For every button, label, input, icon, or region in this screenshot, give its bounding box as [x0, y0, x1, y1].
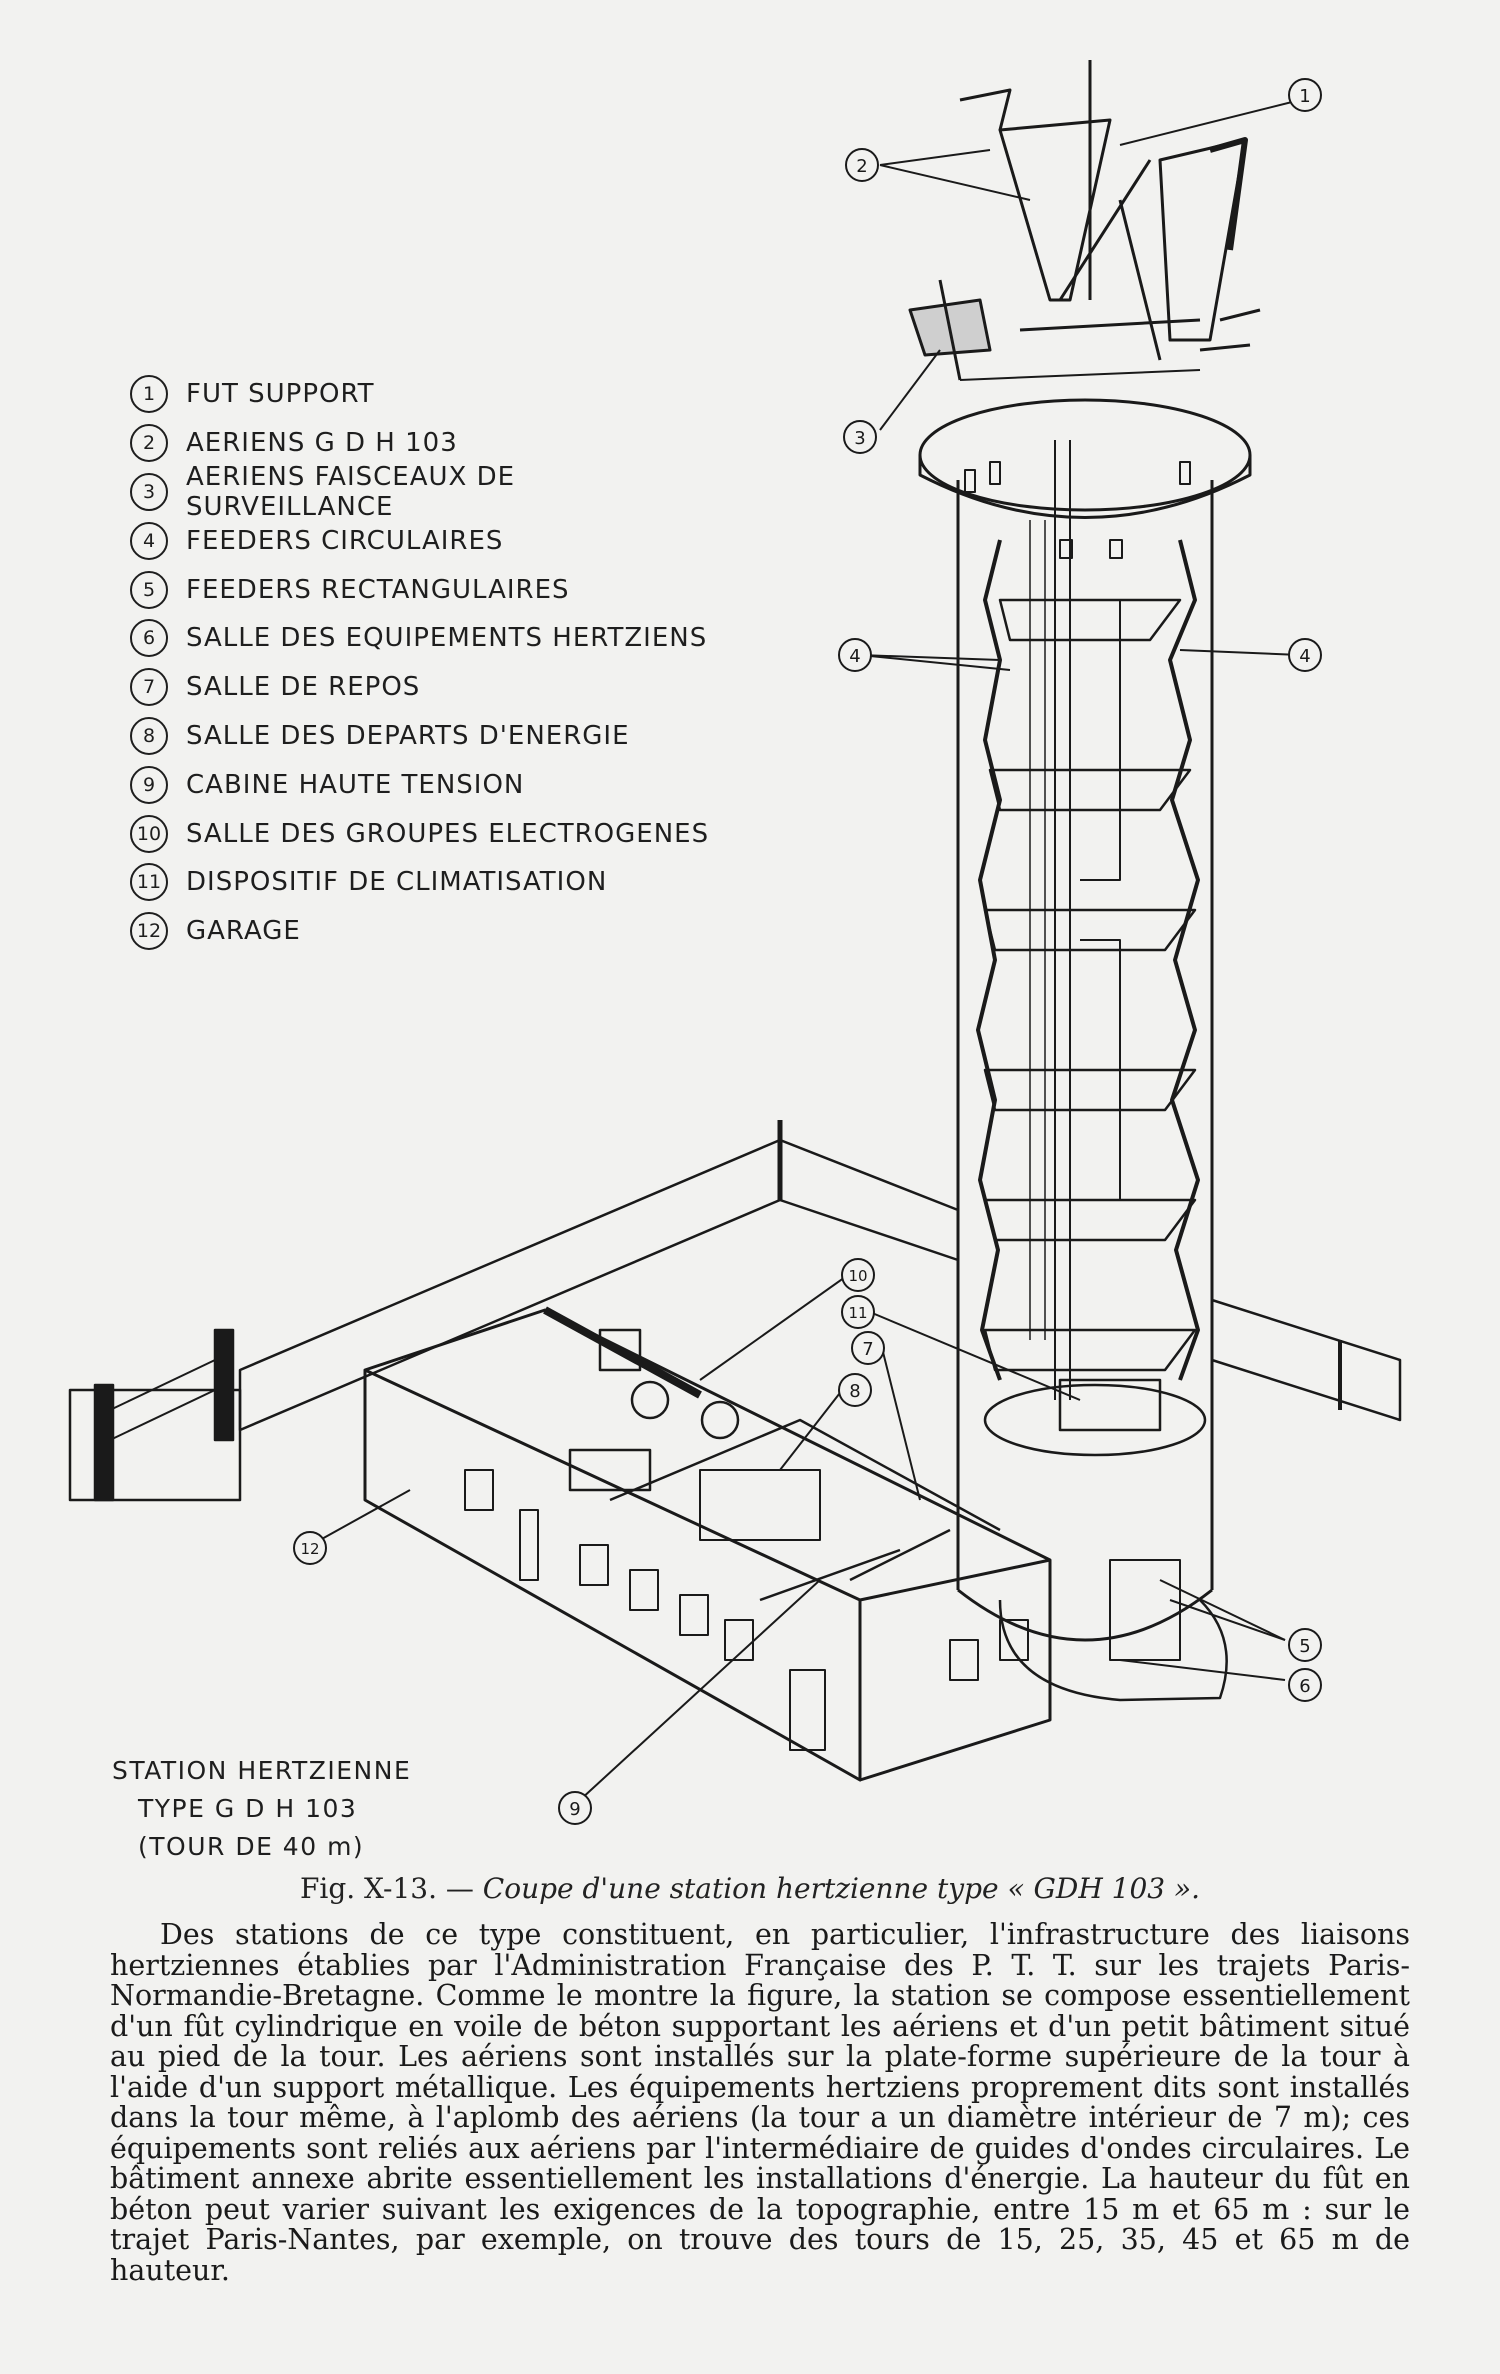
legend-text: SALLE DES DEPARTS D'ENERGIE — [186, 720, 630, 751]
legend-item: 2 AERIENS G D H 103 — [130, 419, 730, 468]
station-illustration: 1 2 3 4 4 5 6 7 8 9 10 11 12 — [68, 60, 1402, 1825]
callout-5: 5 — [1288, 1628, 1322, 1662]
legend-item: 10 SALLE DES GROUPES ELECTROGENES — [130, 809, 730, 858]
svg-text:4: 4 — [1299, 646, 1310, 667]
legend-item: 1 FUT SUPPORT — [130, 370, 730, 419]
svg-text:7: 7 — [862, 1339, 873, 1360]
svg-text:2: 2 — [856, 156, 867, 177]
legend-item: 11 DISPOSITIF DE CLIMATISATION — [130, 858, 730, 907]
legend-item: 5 FEEDERS RECTANGULAIRES — [130, 565, 730, 614]
legend-text: AERIENS G D H 103 — [186, 428, 458, 459]
callout-12: 12 — [293, 1531, 327, 1565]
svg-text:6: 6 — [1299, 1676, 1310, 1697]
legend-text: FUT SUPPORT — [186, 379, 375, 410]
legend-item: 8 SALLE DES DEPARTS D'ENERGIE — [130, 712, 730, 761]
legend-number: 4 — [130, 521, 168, 560]
annex-building — [363, 1306, 1052, 1782]
legend-number: 10 — [130, 814, 168, 853]
body-text: Des stations de ce type constituent, en … — [110, 1918, 1410, 2287]
legend-text: SALLE DE REPOS — [186, 672, 421, 703]
tower — [918, 398, 1252, 1661]
legend-item: 7 SALLE DE REPOS — [130, 663, 730, 712]
svg-text:3: 3 — [854, 428, 865, 449]
caption-prefix: Fig. X-13. — — [299, 1872, 483, 1905]
legend: 1 FUT SUPPORT 2 AERIENS G D H 103 3 AERIENS… — [130, 370, 730, 956]
svg-text:9: 9 — [569, 1799, 580, 1820]
svg-text:10: 10 — [848, 1267, 867, 1285]
callout-4-left: 4 — [838, 638, 872, 672]
legend-number: 7 — [130, 668, 168, 707]
legend-item: 4 FEEDERS CIRCULAIRES — [130, 516, 730, 565]
legend-text: GARAGE — [186, 916, 301, 947]
legend-number: 5 — [130, 570, 168, 609]
callout-4-right: 4 — [1288, 638, 1322, 672]
callout-11: 11 — [841, 1295, 875, 1329]
callout-9: 9 — [558, 1791, 592, 1825]
legend-text: CABINE HAUTE TENSION — [186, 769, 525, 800]
station-label-line: TYPE G D H 103 — [138, 1794, 358, 1823]
legend-number: 3 — [130, 472, 168, 511]
figure-caption: Fig. X-13. — Coupe d'une station hertzie… — [0, 1872, 1500, 1905]
caption-title: Coupe d'une station hertzienne type « GD… — [482, 1872, 1201, 1905]
legend-item: 6 SALLE DES EQUIPEMENTS HERTZIENS — [130, 614, 730, 663]
legend-text: SALLE DES EQUIPEMENTS HERTZIENS — [186, 623, 708, 654]
station-label: STATION HERTZIENNE TYPE G D H 103 (TOUR … — [112, 1752, 411, 1866]
callout-3: 3 — [843, 420, 877, 454]
callout-8: 8 — [838, 1373, 872, 1407]
callouts: 1 2 3 4 4 5 6 7 8 9 10 11 12 — [293, 78, 1322, 1825]
callout-7: 7 — [851, 1331, 885, 1365]
svg-text:12: 12 — [300, 1540, 319, 1558]
legend-text: FEEDERS RECTANGULAIRES — [186, 574, 570, 605]
station-label-line: (TOUR DE 40 m) — [138, 1832, 365, 1861]
legend-item: 3 AERIENS FAISCEAUX DE SURVEILLANCE — [130, 462, 730, 522]
legend-number: 11 — [130, 863, 168, 902]
callout-10: 10 — [841, 1258, 875, 1292]
callout-1: 1 — [1288, 78, 1322, 112]
svg-text:5: 5 — [1299, 1636, 1310, 1657]
legend-item: 9 CABINE HAUTE TENSION — [130, 760, 730, 809]
legend-text: AERIENS FAISCEAUX DE SURVEILLANCE — [186, 462, 516, 522]
svg-text:8: 8 — [849, 1381, 860, 1402]
legend-number: 9 — [130, 765, 168, 804]
legend-number: 8 — [130, 716, 168, 755]
legend-item: 12 GARAGE — [130, 907, 730, 956]
legend-number: 1 — [130, 375, 168, 414]
legend-number: 2 — [130, 424, 168, 463]
body-paragraph: Des stations de ce type constituent, en … — [110, 1918, 1410, 2287]
callout-2: 2 — [845, 148, 879, 182]
fence — [68, 1120, 1402, 1502]
legend-text: SALLE DES GROUPES ELECTROGENES — [186, 818, 710, 849]
legend-text: DISPOSITIF DE CLIMATISATION — [186, 867, 608, 898]
station-label-line: STATION HERTZIENNE — [112, 1756, 412, 1785]
callout-6: 6 — [1288, 1668, 1322, 1702]
antennas — [908, 60, 1261, 381]
svg-text:11: 11 — [848, 1304, 867, 1322]
svg-text:1: 1 — [1299, 86, 1310, 107]
legend-number: 12 — [130, 912, 168, 951]
svg-text:4: 4 — [849, 646, 860, 667]
legend-number: 6 — [130, 619, 168, 658]
legend-text: FEEDERS CIRCULAIRES — [186, 525, 504, 556]
